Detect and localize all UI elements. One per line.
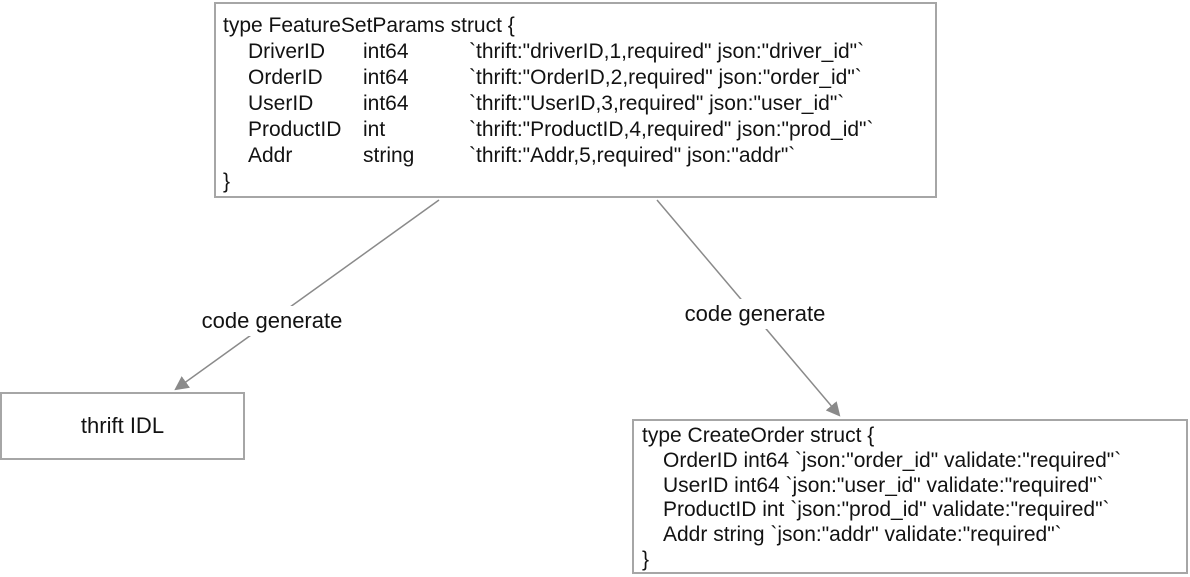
field-name: Addr <box>248 144 293 167</box>
struct-field-row: ProductID int `thrift:"ProductID,4,requi… <box>223 117 935 143</box>
thrift-idl-box: thrift IDL <box>0 392 245 460</box>
struct-footer: } <box>223 170 231 193</box>
field-name: DriverID <box>248 40 325 63</box>
struct-field-row: Addr string `thrift:"Addr,5,required" js… <box>223 143 935 169</box>
field-type: int64 <box>363 40 409 63</box>
featuresetparams-struct-box: type FeatureSetParams struct { DriverID … <box>214 2 937 198</box>
struct-field-row: DriverID int64 `thrift:"driverID,1,requi… <box>223 39 935 65</box>
field-type: int64 <box>363 92 409 115</box>
struct-field-line: ProductID int `json:"prod_id" validate:"… <box>663 498 1110 522</box>
struct-header: type CreateOrder struct { <box>642 424 875 447</box>
struct-header: type FeatureSetParams struct { <box>223 14 515 37</box>
code-generate-label-right: code generate <box>674 299 836 329</box>
struct-field-row: UserID int64 `thrift:"UserID,3,required"… <box>223 91 935 117</box>
code-generate-arrow-left <box>174 199 440 391</box>
field-tag: `thrift:"ProductID,4,required" json:"pro… <box>469 118 874 141</box>
struct-field-line: Addr string `json:"addr" validate:"requi… <box>663 523 1062 547</box>
field-tag: `thrift:"OrderID,2,required" json:"order… <box>469 66 862 89</box>
struct-field-line: UserID int64 `json:"user_id" validate:"r… <box>663 473 1104 497</box>
field-tag: `thrift:"driverID,1,required" json:"driv… <box>469 40 865 63</box>
field-name: ProductID <box>248 118 342 141</box>
thrift-idl-label: thrift IDL <box>80 413 165 438</box>
field-name: UserID <box>248 92 314 115</box>
field-name: OrderID <box>248 66 323 89</box>
field-type: string <box>363 144 415 167</box>
createorder-struct-box: type CreateOrder struct { OrderID int64 … <box>632 419 1188 574</box>
struct-field-row: OrderID int64 `thrift:"OrderID,2,require… <box>223 65 935 91</box>
field-type: int <box>363 118 386 141</box>
field-type: int64 <box>363 66 409 89</box>
field-tag: `thrift:"Addr,5,required" json:"addr"` <box>469 144 796 167</box>
struct-field-line: OrderID int64 `json:"order_id" validate:… <box>663 448 1122 472</box>
struct-footer: } <box>642 547 650 571</box>
code-generate-label-left: code generate <box>191 306 353 336</box>
field-tag: `thrift:"UserID,3,required" json:"user_i… <box>469 92 845 115</box>
